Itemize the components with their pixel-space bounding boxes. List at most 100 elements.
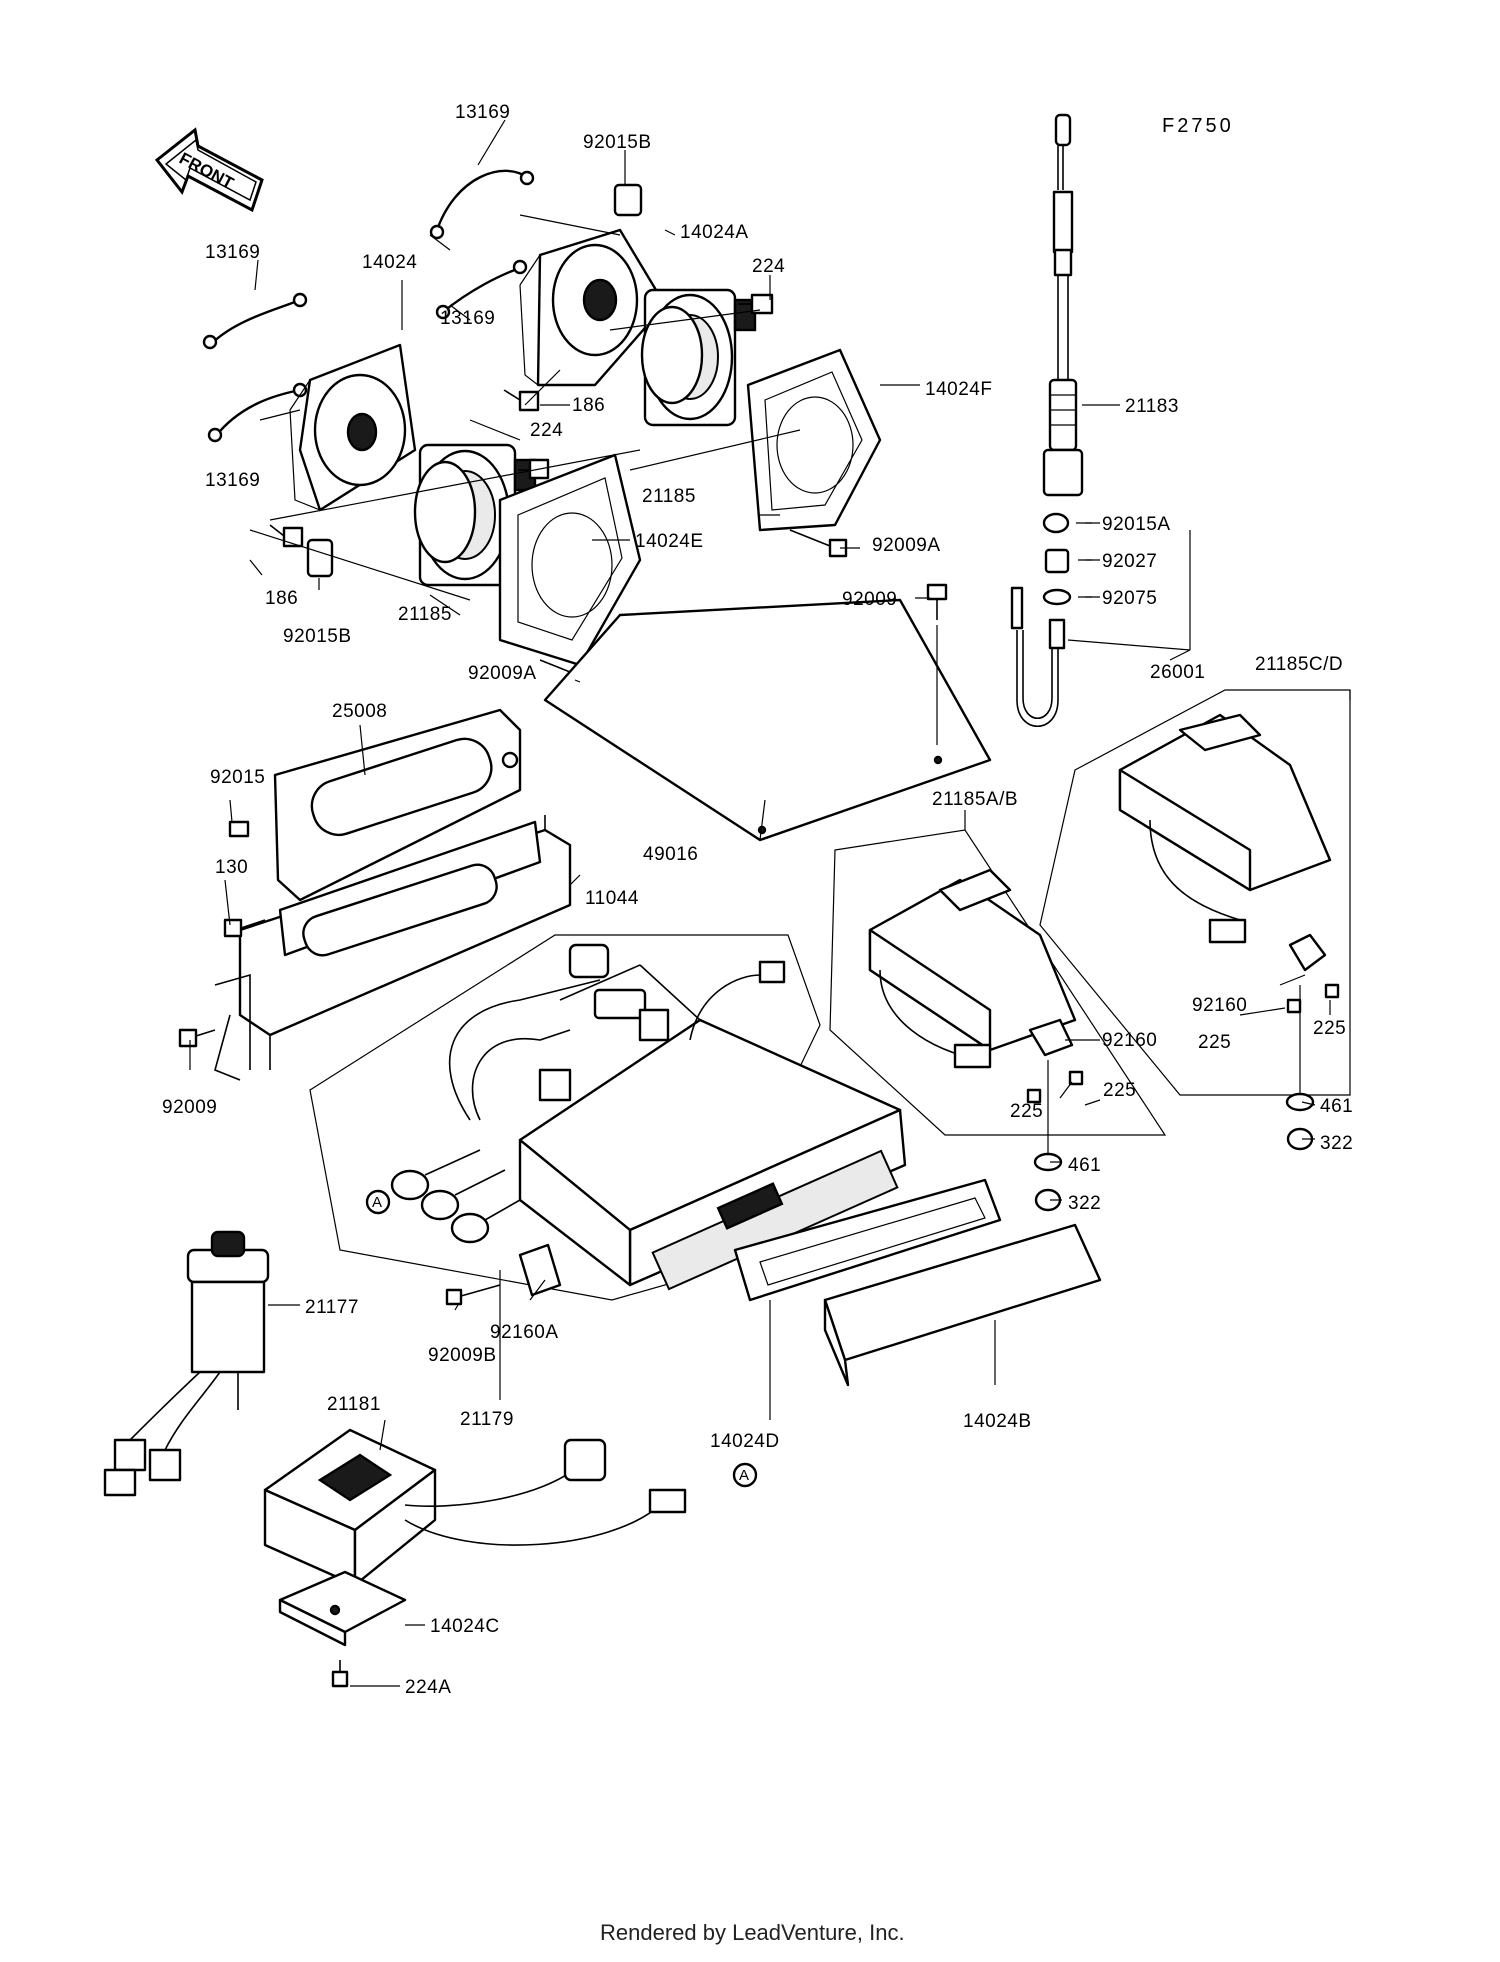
strap-13169-top [434,169,529,234]
label-25008: 25008 [332,701,387,722]
speaker-cover-14024f [746,348,882,532]
callout-a-label: A [372,1194,382,1211]
strap-13169-mid [442,266,521,313]
callout-a-label: A [739,1467,749,1484]
label-13169-top: 13169 [455,102,510,123]
label-322-mid: 322 [1068,1193,1101,1214]
nut-461-right [1285,1092,1315,1112]
label-21177: 21177 [305,1297,359,1318]
screw-186-mid [503,389,540,412]
label-92009a-left: 92009A [468,663,537,684]
callout-a-lower: A [732,1462,758,1488]
radio-unit-21179 [518,964,907,1291]
mount-bracket-25008 [273,708,522,902]
speaker-kit-cd-outline [1039,689,1351,1096]
label-92015b-low: 92015B [283,626,352,647]
label-13169-mid: 13169 [440,308,495,329]
label-14024e: 14024E [635,531,704,552]
strap-end-icon [429,224,445,240]
label-21185-upper: 21185 [642,486,696,507]
wire-harness [448,943,786,1121]
label-92160a: 92160A [490,1322,559,1343]
rca-connectors [390,1149,521,1244]
label-224-mid: 224 [530,420,563,441]
label-21185-lower: 21185 [398,604,452,625]
frame-11044 [214,815,572,1081]
label-11044: 11044 [585,888,639,909]
spacer-92027 [1044,548,1070,574]
clip-92015b-low [306,538,334,578]
front-arrow: FRONT [154,127,264,213]
label-14024: 14024 [362,252,417,273]
strap-end-icon [512,259,528,275]
strap-end-icon [519,170,535,186]
speaker-bracket-14024 [289,343,417,512]
label-92009-top: 92009 [842,589,897,610]
label-92075: 92075 [1102,588,1157,609]
label-92015b-top: 92015B [583,132,652,153]
label-224-top: 224 [752,256,785,277]
screw-92009b [445,1284,501,1306]
label-224a: 224A [405,1677,451,1698]
nut-92015a [1042,512,1070,534]
label-21183: 21183 [1125,396,1179,417]
label-92009-left: 92009 [162,1097,217,1118]
cover-14024c [278,1570,407,1647]
label-13169-low: 13169 [205,470,260,491]
bolt-92009-left [178,1028,216,1048]
collar-92015 [228,820,250,838]
label-14024f: 14024F [925,379,992,400]
strap-end-icon [292,292,308,308]
callout-a-upper: A [365,1189,391,1215]
speaker-cover-14024e [498,453,642,667]
strap-13169-low [214,388,301,438]
label-21185ab: 21185A/B [932,789,1018,810]
speaker-bracket-14024a [519,228,667,387]
screw-225-group [1026,983,1340,1104]
label-14024b: 14024B [963,1411,1032,1432]
label-21179: 21179 [460,1409,514,1430]
bolt-92009-top [926,583,948,620]
label-461-mid: 461 [1068,1155,1101,1176]
label-92160-right: 92160 [1192,995,1247,1016]
bolt-92009a-right [789,529,848,558]
strap-13169-left [209,298,301,346]
clip-92015b-top [613,183,643,217]
strap-end-icon [435,304,451,320]
label-186-low: 186 [265,588,298,609]
label-225-m2: 225 [1010,1101,1043,1122]
label-225-r2: 225 [1313,1018,1346,1039]
speaker-21185-upper [640,288,757,427]
label-92009a-right: 92009A [872,535,941,556]
speaker-kit-ab-outline [829,829,1167,1136]
label-461-right: 461 [1320,1096,1353,1117]
rear-speaker-21185ab [868,868,1077,1069]
panel-49016 [543,598,992,842]
strap-end-icon [202,334,218,350]
trim-cover-14024b [823,1223,1102,1387]
label-92009b: 92009B [428,1345,497,1366]
label-14024a: 14024A [680,222,749,243]
label-92015: 92015 [210,767,265,788]
panel-hole [933,755,943,765]
label-92015a: 92015A [1102,514,1171,535]
cable-26001 [1010,586,1066,727]
label-322-right: 322 [1320,1133,1353,1154]
label-14024c: 14024C [430,1616,500,1637]
screw-224a [331,1660,349,1688]
faceplate-14024d [733,1178,1002,1302]
switch-21177 [103,1230,270,1497]
screw-186-low [269,524,304,548]
leader-lines [189,119,1351,1687]
antenna-21183 [1042,113,1084,497]
bracket-92160a [518,1243,562,1297]
bolt-130 [223,918,266,938]
label-225-r1: 225 [1198,1032,1231,1053]
label-130: 130 [215,857,248,878]
label-92160-mid: 92160 [1102,1030,1157,1051]
label-225-m1: 225 [1103,1080,1136,1101]
label-21181: 21181 [327,1394,381,1415]
screw-224-top [738,293,774,315]
label-26001: 26001 [1150,662,1205,683]
